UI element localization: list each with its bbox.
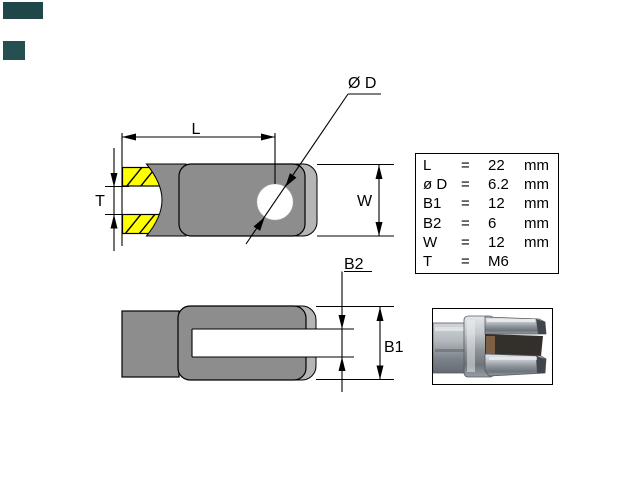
spec-label: B1 [423,195,442,213]
product-photo [432,315,547,378]
product-photo-frame [432,308,553,385]
spec-label: T [423,252,433,270]
dim-label-B2: B2 [344,256,364,273]
clevis-photo-render [432,315,547,378]
plan-view [121,305,354,381]
shank [121,310,180,378]
spec-value: 22 [488,157,505,175]
spec-row-D: ø D = 6.2 mm [416,175,558,194]
spec-unit: mm [524,157,549,175]
corner-artifact-2 [3,41,25,60]
equals-sign: = [461,252,470,270]
fork-slot-edges [191,328,354,358]
dim-D-leader [245,93,381,245]
spec-row-W: W = 12 mm [416,233,558,252]
spec-value: M6 [488,252,509,270]
spec-unit: mm [524,214,549,232]
dim-W [317,163,394,237]
spec-label: L [423,157,432,175]
neck-taper [145,163,187,237]
spec-label: W [423,233,438,251]
spec-row-L: L = 22 mm [416,156,558,175]
dim-B1 [316,305,394,381]
spec-unit: mm [524,176,549,194]
dim-label-D: Ø D [348,75,376,92]
equals-sign: = [461,233,470,251]
dim-label-L: L [192,121,201,138]
dim-T [105,148,129,251]
dim-L [121,133,276,246]
dim-label-W: W [357,193,373,210]
equals-sign: = [461,214,470,232]
corner-artifact-1 [3,2,43,19]
spec-value: 6.2 [488,176,509,194]
spec-row-T: T = M6 [416,252,558,271]
spec-unit: mm [524,233,549,251]
spec-value: 6 [488,214,497,232]
fork-slot [192,329,332,357]
dim-label-B1: B1 [384,339,404,356]
spec-unit: mm [524,195,549,213]
equals-sign: = [461,157,470,175]
side-view [121,163,318,237]
spec-table: L = 22 mm ø D = 6.2 mm B1 = 12 mm B2 = 6… [415,153,559,274]
equals-sign: = [461,176,470,194]
dim-B2 [338,270,372,392]
spec-row-B1: B1 = 12 mm [416,194,558,213]
dim-label-T: T [95,193,105,210]
spec-label: ø D [423,176,448,194]
spec-label: B2 [423,214,442,232]
spec-value: 12 [488,233,505,251]
spec-row-B2: B2 = 6 mm [416,213,558,232]
equals-sign: = [461,195,470,213]
spec-value: 12 [488,195,505,213]
